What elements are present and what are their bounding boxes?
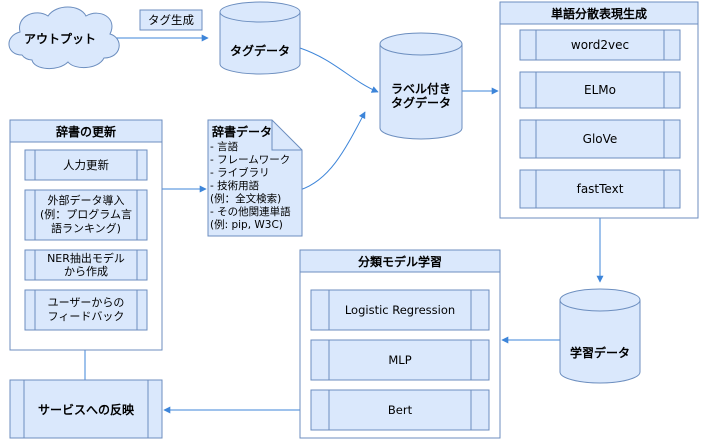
dict-data-line-3: - ライブラリ: [210, 166, 270, 179]
labeled-tag-data-label-2: タグデータ: [391, 95, 451, 110]
classifier-panel[interactable]: 分類モデル学習 Logistic Regression MLP Bert: [299, 249, 501, 439]
dict-data-line-4: - 技術用語: [210, 179, 260, 192]
dict-item-external-line2: (例：プログラム言: [40, 207, 132, 221]
dict-data-line-6: - その他関連単語: [210, 205, 291, 218]
classifier-item-bert-label: Bert: [388, 403, 413, 417]
dict-item-ner[interactable]: NER抽出モデル から作成: [24, 249, 148, 281]
output-cloud[interactable]: アウトプット: [8, 6, 120, 69]
word-repr-item-elmo[interactable]: ELMo: [519, 71, 681, 109]
classifier-item-bert[interactable]: Bert: [310, 389, 490, 431]
dict-data-document[interactable]: 辞書データ - 言語 - フレームワーク - ライブラリ - 技術用語 (例：全…: [207, 119, 303, 237]
dict-data-line-7: (例: pip, W3C): [210, 218, 283, 231]
dict-data-line-2: - フレームワーク: [210, 154, 290, 166]
classifier-item-logreg[interactable]: Logistic Regression: [310, 289, 490, 331]
dict-item-external[interactable]: 外部データ導入 (例：プログラム言 語ランキング): [24, 189, 148, 241]
word-repr-item-glove-label: GloVe: [583, 132, 618, 146]
cloud-shape: [8, 6, 120, 69]
dict-data-line-1: - 言語: [210, 140, 239, 153]
tag-gen-label-box: タグ生成: [139, 9, 203, 31]
edge-dictdata-to-labeled: [299, 111, 366, 191]
classifier-item-logreg-label: Logistic Regression: [345, 303, 455, 317]
word-repr-item-glove[interactable]: GloVe: [519, 119, 681, 159]
edge-tagdata-to-labeled: [299, 47, 379, 93]
labeled-tag-data-label-1: ラベル付き: [391, 81, 451, 96]
classifier-item-mlp-label: MLP: [388, 353, 411, 367]
word-repr-item-fasttext-label: fastText: [577, 182, 624, 196]
dict-item-external-line3: 語ランキング): [51, 221, 121, 235]
dict-item-feedback[interactable]: ユーザーからの フィードバック: [24, 289, 148, 331]
training-data-cylinder[interactable]: 学習データ: [559, 288, 641, 384]
labeled-tag-data-cylinder[interactable]: ラベル付き タグデータ: [379, 32, 463, 140]
dict-item-feedback-line1: ユーザーからの: [48, 296, 125, 309]
dict-item-ner-line2: から作成: [64, 265, 108, 278]
word-repr-item-fasttext[interactable]: fastText: [519, 169, 681, 209]
dict-update-title: 辞書の更新: [56, 124, 116, 139]
service-reflection-label: サービスへの反映: [38, 402, 135, 417]
dict-item-manual-label: 人力更新: [63, 158, 109, 172]
word-repr-item-word2vec[interactable]: word2vec: [519, 29, 681, 61]
classifier-item-mlp[interactable]: MLP: [310, 339, 490, 381]
tag-gen-label: タグ生成: [148, 13, 194, 27]
dict-item-ner-line1: NER抽出モデル: [47, 251, 125, 265]
tag-data-label: タグデータ: [230, 43, 290, 58]
word-repr-title: 単語分散表現生成: [551, 6, 647, 21]
service-reflection-box[interactable]: サービスへの反映: [9, 379, 163, 439]
dict-update-panel[interactable]: 辞書の更新 人力更新 外部データ導入 (例：プログラム言 語ランキング) NER…: [9, 119, 163, 351]
dict-data-line-5: (例：全文検索): [210, 192, 281, 205]
tag-data-cylinder[interactable]: タグデータ: [219, 1, 301, 75]
output-label: アウトプット: [24, 31, 96, 46]
dict-item-manual[interactable]: 人力更新: [24, 149, 148, 181]
dict-item-external-line1: 外部データ導入: [48, 193, 125, 207]
dict-item-feedback-line2: フィードバック: [48, 310, 125, 323]
word-repr-panel[interactable]: 単語分散表現生成 word2vec ELMo GloVe fastText: [499, 1, 699, 219]
dict-data-title: 辞書データ: [212, 124, 272, 139]
training-data-label: 学習データ: [570, 345, 630, 360]
word-repr-item-word2vec-label: word2vec: [571, 38, 629, 52]
word-repr-item-elmo-label: ELMo: [584, 83, 616, 97]
classifier-title: 分類モデル学習: [358, 254, 442, 269]
